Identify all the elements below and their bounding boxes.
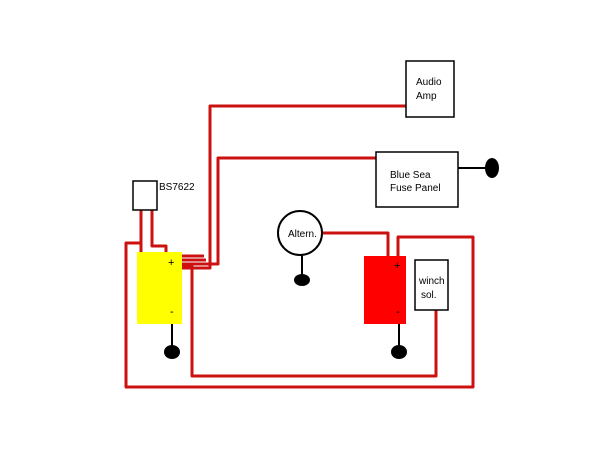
wire-outer-loop bbox=[124, 235, 475, 389]
start-battery-neg: - bbox=[396, 306, 400, 318]
fuse-panel-label-1: Blue Sea bbox=[390, 170, 431, 181]
wire-audio-amp bbox=[182, 104, 406, 270]
winch-solenoid-label-1: winch bbox=[418, 276, 445, 287]
wire-alternator bbox=[321, 231, 390, 256]
winch-solenoid: winch sol. bbox=[414, 259, 449, 311]
house-battery-pos: + bbox=[168, 257, 174, 269]
audio-amp-label-2: Amp bbox=[416, 91, 437, 102]
wire-winch-feed bbox=[182, 264, 438, 378]
fuse-panel-box: Blue Sea Fuse Panel bbox=[375, 151, 499, 208]
alternator-label: Altern. bbox=[288, 229, 317, 240]
relay-bs7622: BS7622 bbox=[132, 180, 195, 211]
fuse-panel-label-2: Fuse Panel bbox=[390, 183, 441, 194]
start-battery: + - bbox=[364, 256, 407, 359]
house-battery-neg: - bbox=[170, 306, 174, 318]
start-battery-pos: + bbox=[394, 260, 400, 272]
alternator: Altern. bbox=[277, 210, 323, 286]
audio-amp-label-1: Audio bbox=[416, 77, 442, 88]
wires bbox=[124, 104, 475, 389]
house-battery-body bbox=[137, 252, 182, 324]
wire-fuse-panel bbox=[182, 156, 376, 266]
relay-label: BS7622 bbox=[159, 182, 195, 193]
start-battery-body bbox=[364, 256, 406, 324]
alternator-ground-icon bbox=[294, 274, 310, 286]
fuse-panel-ground-icon bbox=[485, 158, 499, 178]
house-battery: + - bbox=[137, 252, 182, 359]
wire-relay-right bbox=[150, 210, 182, 256]
winch-solenoid-label-2: sol. bbox=[421, 290, 437, 301]
audio-amp-box: Audio Amp bbox=[405, 60, 455, 118]
start-battery-ground-icon bbox=[391, 345, 407, 359]
house-battery-ground-icon bbox=[164, 345, 180, 359]
